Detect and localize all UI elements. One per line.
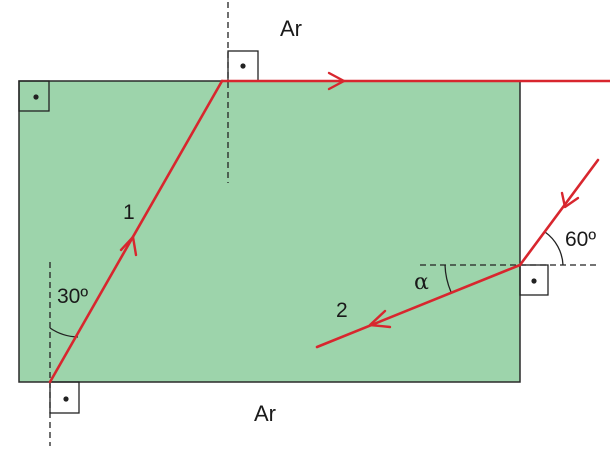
label-angle-30: 30º: [57, 285, 88, 308]
ray-1: [48, 79, 224, 384]
label-air-top: Ar: [280, 16, 302, 41]
arrow-head-ray-1: [119, 235, 138, 257]
ray-2: [315, 263, 522, 349]
angle-arc-60: [544, 231, 564, 266]
ray-incident-right: [518, 158, 600, 267]
label-air-bottom: Ar: [254, 401, 276, 426]
label-angle-60: 60º: [565, 228, 596, 251]
label-angle-alpha: α: [414, 270, 429, 295]
label-ray-1: 1: [123, 201, 135, 224]
label-ray-2: 2: [336, 299, 348, 322]
right-angle-marker-top: [227, 50, 259, 82]
right-angle-marker-top-left: [18, 80, 50, 112]
arrow-head-top: [327, 71, 346, 91]
arrow-head-right: [560, 191, 580, 209]
glass-block: [18, 80, 521, 383]
arrow-head-ray-2: [368, 309, 392, 329]
right-angle-marker-bottom: [49, 381, 80, 414]
right-angle-marker-right: [519, 264, 549, 296]
